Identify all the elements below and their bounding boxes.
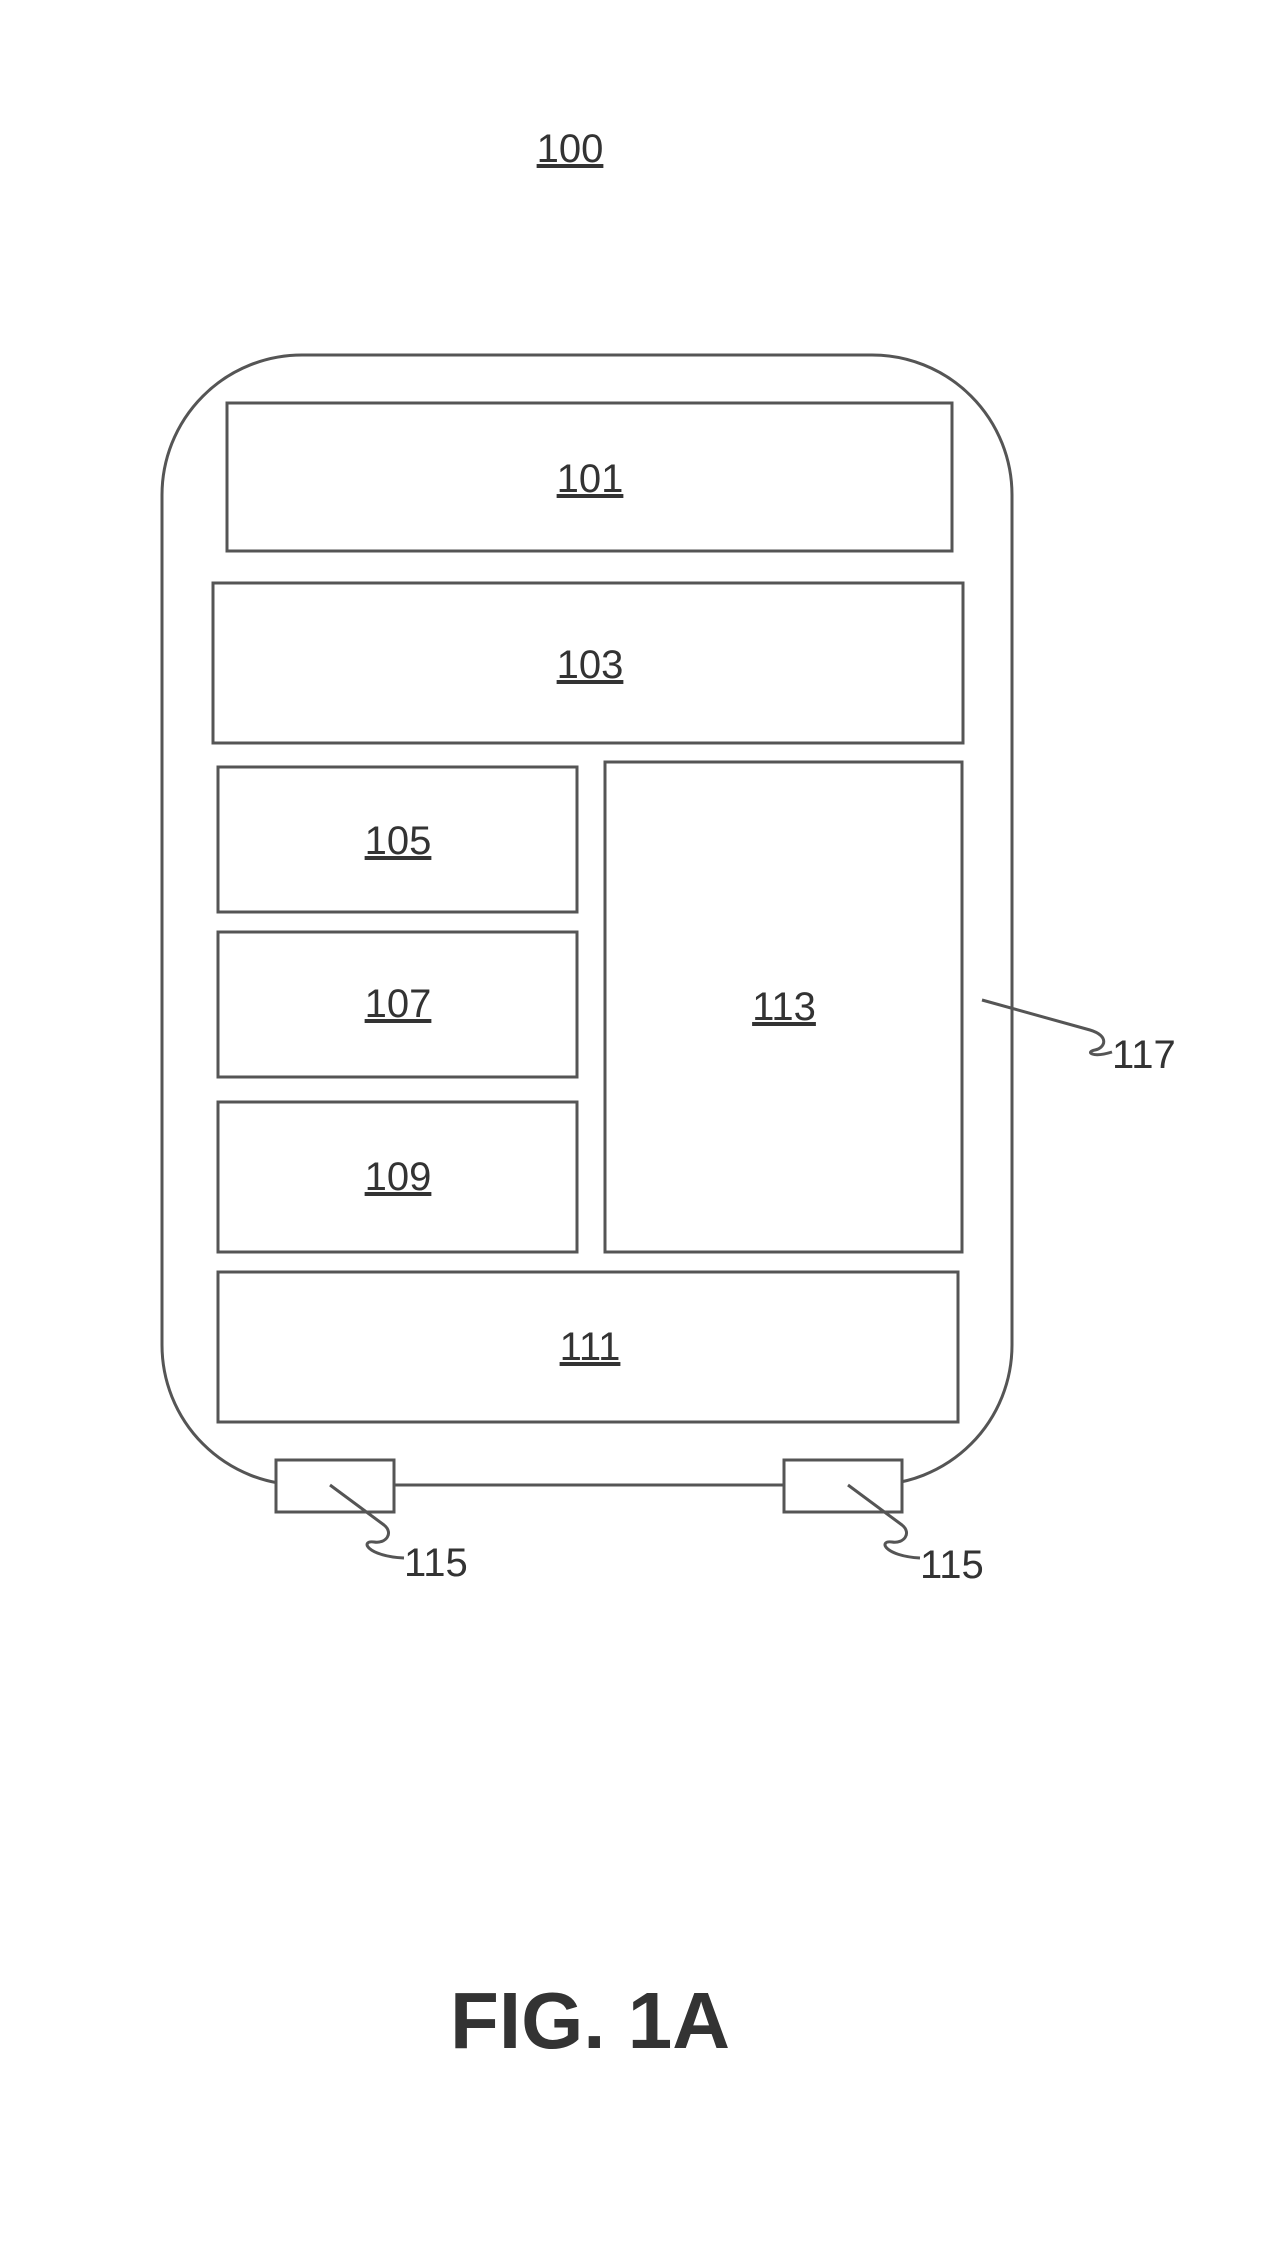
component-107-label: 107: [365, 982, 432, 1026]
component-113-label: 113: [752, 985, 816, 1029]
connector-right-reference-label: 115: [920, 1543, 984, 1587]
component-101-label: 101: [557, 457, 624, 501]
figure-caption: FIG. 1A: [450, 1976, 730, 2065]
housing-reference-label: 117: [1112, 1033, 1176, 1077]
component-103-label: 103: [557, 643, 624, 687]
component-111-label: 111: [560, 1325, 621, 1369]
component-109-label: 109: [365, 1155, 432, 1199]
connector-left-reference-label: 115: [404, 1541, 468, 1585]
connector-right: [784, 1460, 902, 1512]
device-reference-label: 100: [537, 127, 604, 171]
connector-left: [276, 1460, 394, 1512]
component-105-label: 105: [365, 819, 432, 863]
